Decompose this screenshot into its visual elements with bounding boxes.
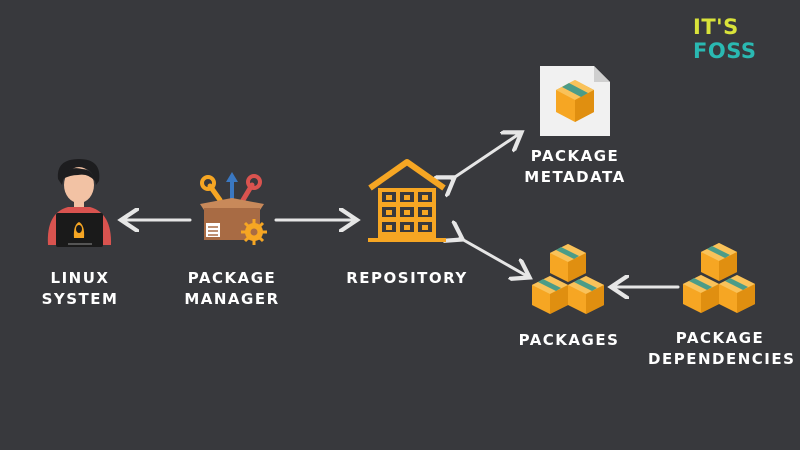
repository-label: REPOSITORY: [340, 268, 474, 289]
brand-logo-part1: IT'S: [693, 15, 739, 39]
packages-label: PACKAGES: [510, 330, 628, 351]
package-manager-label: PACKAGE MANAGER: [176, 268, 288, 310]
person-with-laptop-icon: [47, 159, 112, 247]
brand-logo-part2: FOSS: [693, 39, 757, 63]
packages-label-line1: PACKAGES: [518, 331, 620, 349]
box-left: [683, 275, 719, 313]
repository-label-line1: REPOSITORY: [346, 269, 468, 287]
box-top: [701, 243, 737, 281]
linux-system-label-line2: SYSTEM: [41, 290, 119, 308]
package-manager-label-line2: MANAGER: [184, 290, 280, 308]
package-manager-label-line1: PACKAGE: [187, 269, 277, 287]
package-metadata-label-line2: METADATA: [524, 168, 626, 186]
packages-node: [530, 242, 606, 322]
package-dependencies-label-line2: DEPENDENCIES: [648, 350, 796, 368]
warehouse-icon: [368, 159, 446, 242]
package-manager-node: [196, 170, 268, 250]
box-right: [568, 276, 604, 314]
package-dependencies-label-line1: PACKAGE: [675, 329, 765, 347]
box-right: [719, 275, 755, 313]
linux-system-label: LINUX SYSTEM: [30, 268, 130, 310]
box-left: [532, 276, 568, 314]
package-manager-icon: [200, 172, 267, 245]
arrow-repository-metadata: [452, 134, 519, 179]
package-metadata-label: PACKAGE METADATA: [518, 146, 632, 188]
package-dependencies-node: [681, 240, 757, 322]
box-stack-icon: [683, 243, 755, 313]
document-box-icon: [540, 66, 610, 136]
repository-node: [366, 158, 448, 248]
package-metadata-node: [540, 64, 610, 140]
brand-logo: IT'S FOSS: [693, 15, 800, 63]
package-metadata-label-line1: PACKAGE: [530, 147, 620, 165]
package-dependencies-label: PACKAGE DEPENDENCIES: [648, 328, 796, 370]
arrow-repository-packages: [460, 238, 527, 276]
linux-system-label-line1: LINUX: [50, 269, 110, 287]
linux-system-node: [42, 155, 118, 254]
box-top: [550, 244, 586, 282]
box-stack-icon: [532, 244, 604, 314]
